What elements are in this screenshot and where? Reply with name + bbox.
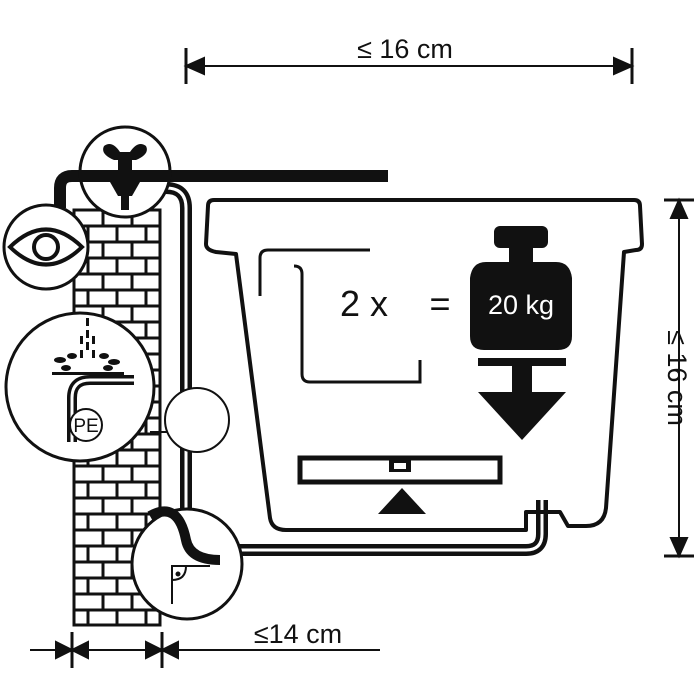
spirit-level-icon — [297, 455, 503, 514]
pe-badge: PE — [73, 416, 98, 437]
down-arrow-icon — [478, 358, 566, 440]
right-angle-icon — [171, 565, 210, 604]
wing-screw-icon — [80, 144, 170, 210]
bottom-dimension-line — [30, 632, 380, 668]
wing-screw-detail — [78, 125, 172, 219]
equals-sign: = — [429, 283, 450, 324]
weight-label: 20 kg — [488, 290, 554, 320]
eye-icon — [7, 227, 85, 267]
right-dimension-line — [664, 197, 694, 559]
right-height-label: ≤ 16 cm — [662, 330, 692, 426]
load-multiplier: 2 x — [340, 283, 388, 324]
eye-detail — [2, 203, 90, 291]
bottom-depth-label: ≤14 cm — [254, 619, 342, 649]
weight-icon: 20 kg — [470, 226, 572, 350]
top-dimension-line — [183, 48, 635, 84]
corner-detail — [130, 506, 244, 621]
connector-detail — [150, 387, 230, 453]
water-drops-icon — [52, 318, 124, 375]
material-detail: PE — [4, 311, 156, 463]
planter-box — [204, 198, 644, 532]
hook-icon — [258, 248, 422, 384]
top-width-label: ≤ 16 cm — [357, 34, 453, 64]
